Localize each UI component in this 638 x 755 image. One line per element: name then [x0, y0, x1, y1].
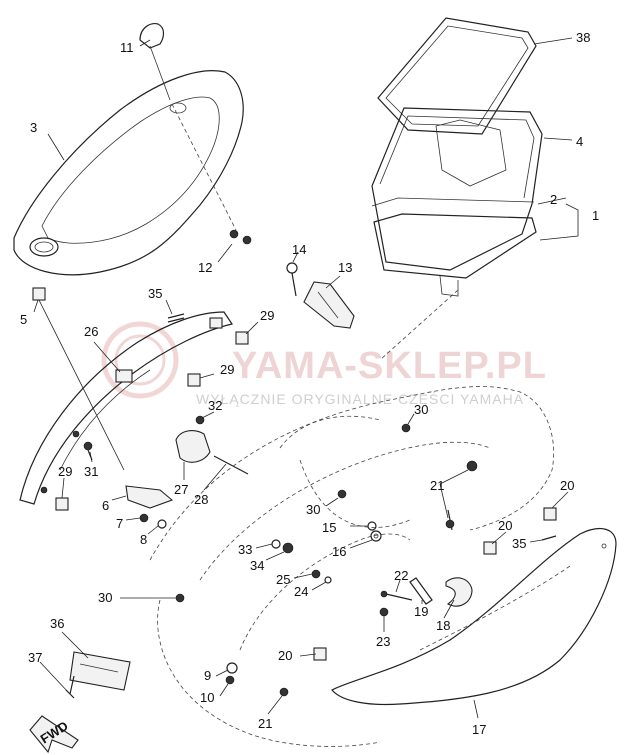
callout-30-upper: 30 — [414, 402, 428, 417]
callout-12: 12 — [198, 260, 212, 275]
callout-29-mid: 29 — [220, 362, 234, 377]
callout-36: 36 — [50, 616, 64, 631]
callout-1: 1 — [592, 208, 599, 223]
part-hook-18 — [445, 577, 473, 607]
callout-27: 27 — [174, 482, 188, 497]
part-screw-7 — [139, 513, 149, 523]
callout-18: 18 — [436, 618, 450, 633]
callout-20-lower: 20 — [278, 648, 292, 663]
callout-37: 37 — [28, 650, 42, 665]
callout-7: 7 — [116, 516, 123, 531]
part-bracket-13 — [303, 281, 355, 329]
callout-9: 9 — [204, 668, 211, 683]
part-clips-20 — [313, 507, 557, 661]
callout-17: 17 — [472, 722, 486, 737]
callout-14: 14 — [292, 242, 306, 257]
part-nut-23 — [379, 607, 389, 617]
part-bolt-21-upper — [445, 460, 478, 531]
callout-16: 16 — [332, 544, 346, 559]
part-nut-25 — [311, 569, 321, 579]
part-front-cover — [13, 70, 244, 276]
callout-21-lower: 21 — [258, 716, 272, 731]
part-nut-16 — [370, 530, 382, 542]
callout-35-upper: 35 — [148, 286, 162, 301]
part-bolt-14 — [286, 262, 298, 297]
callout-15: 15 — [322, 520, 336, 535]
callout-35-lower: 35 — [512, 536, 526, 551]
callout-21-upper: 21 — [430, 478, 444, 493]
callout-25: 25 — [276, 572, 290, 587]
part-clip-5 — [32, 287, 125, 471]
callout-2: 2 — [550, 192, 557, 207]
callout-33: 33 — [238, 542, 252, 557]
part-washer-8 — [157, 519, 167, 529]
part-washer-24 — [324, 576, 332, 584]
watermark-subtitle: WYŁĄCZNIE ORYGINALNE CZĘŚCI YAMAHA — [196, 390, 524, 407]
watermark: YAMA-SKLEP.PL WYŁĄCZNIE ORYGINALNE CZĘŚC… — [101, 321, 546, 407]
callout-labels: 11 3 12 5 38 4 2 1 14 13 35 29 26 29 32 … — [20, 30, 599, 737]
part-main-body — [149, 386, 555, 747]
part-grommet-15 — [367, 521, 377, 531]
part-washer-33 — [271, 539, 281, 549]
callout-26: 26 — [84, 324, 98, 339]
callout-28: 28 — [194, 492, 208, 507]
callout-38: 38 — [576, 30, 590, 45]
part-side-cover-right — [331, 527, 617, 706]
part-rod-28 — [213, 455, 249, 475]
callout-22: 22 — [394, 568, 408, 583]
part-screws-12 — [229, 229, 252, 245]
part-pin-35-lower — [541, 535, 557, 541]
part-pin-35-upper — [167, 313, 185, 323]
callout-3: 3 — [30, 120, 37, 135]
callout-23: 23 — [376, 634, 390, 649]
callout-8: 8 — [140, 532, 147, 547]
part-bracket-6 — [125, 485, 174, 509]
callout-29-top: 29 — [260, 308, 274, 323]
callout-6: 6 — [102, 498, 109, 513]
callout-10: 10 — [200, 690, 214, 705]
part-clips-29 — [55, 331, 249, 511]
watermark-logo-circle — [101, 321, 179, 399]
part-grommet-9 — [226, 662, 238, 674]
part-spring-19 — [409, 577, 433, 605]
callout-24: 24 — [294, 584, 308, 599]
callout-5: 5 — [20, 312, 27, 327]
part-side-panel-left — [19, 311, 233, 505]
callout-19: 19 — [414, 604, 428, 619]
callout-32: 32 — [208, 398, 222, 413]
part-label-36 — [69, 651, 131, 691]
leader-lines — [33, 37, 579, 719]
callout-30-lower: 30 — [98, 590, 112, 605]
callout-29-left: 29 — [58, 464, 72, 479]
callout-13: 13 — [338, 260, 352, 275]
callout-20-right: 20 — [560, 478, 574, 493]
callout-11: 11 — [120, 40, 134, 55]
callout-20-mid: 20 — [498, 518, 512, 533]
callout-31: 31 — [84, 464, 98, 479]
callout-34: 34 — [250, 558, 264, 573]
part-bolt-21-lower — [279, 687, 289, 697]
part-nut-10 — [225, 675, 235, 685]
callout-4: 4 — [576, 134, 583, 149]
part-clips-30 — [175, 423, 411, 603]
part-lid-27 — [175, 430, 211, 463]
callout-30-mid: 30 — [306, 502, 320, 517]
fwd-arrow: FWD — [29, 715, 79, 754]
part-storage-box — [371, 17, 543, 361]
part-bolt-22 — [380, 590, 413, 601]
part-clip — [139, 23, 237, 231]
part-nut-34 — [282, 542, 294, 554]
